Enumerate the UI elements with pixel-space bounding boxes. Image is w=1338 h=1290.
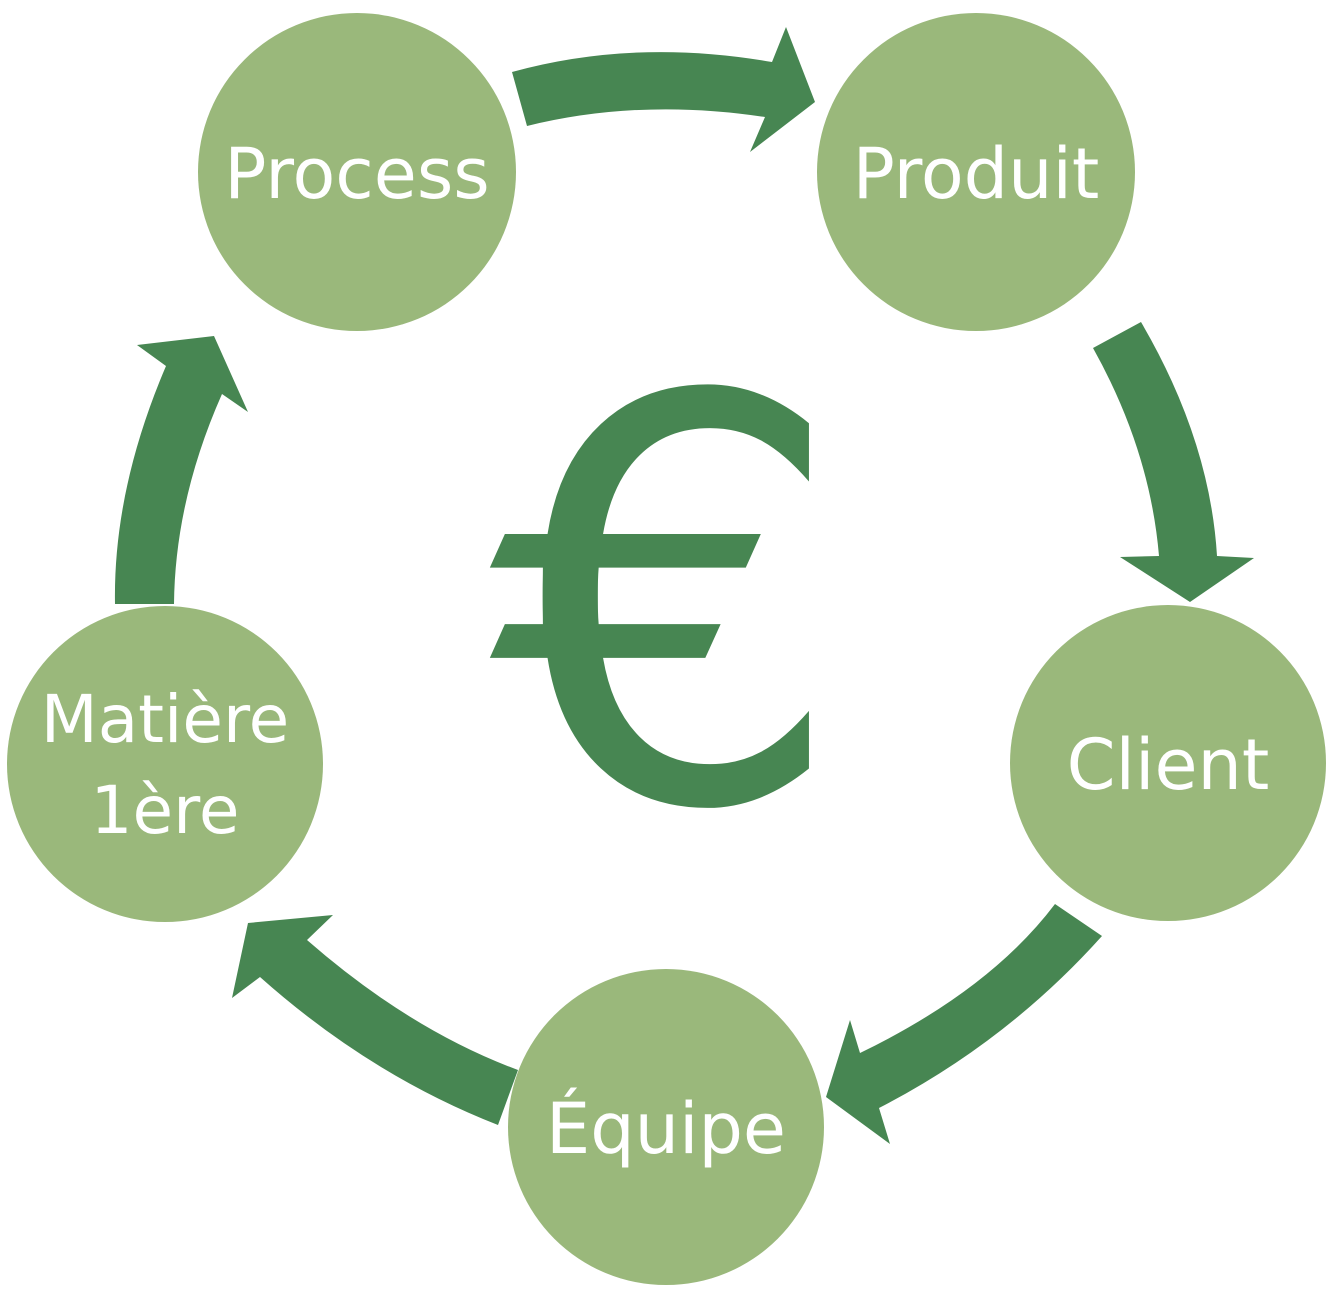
node-equipe: Équipe bbox=[508, 969, 824, 1285]
node-process-circle bbox=[198, 13, 516, 331]
arrow-matiere-to-process bbox=[114, 336, 248, 604]
arrows bbox=[114, 27, 1254, 1144]
arrow-equipe-to-matiere bbox=[232, 915, 518, 1125]
node-process: Process bbox=[198, 13, 516, 331]
arrow-client-to-equipe bbox=[826, 904, 1102, 1144]
node-produit-circle bbox=[817, 13, 1135, 331]
node-client-circle bbox=[1010, 605, 1326, 921]
node-client: Client bbox=[1010, 605, 1326, 921]
node-matiere-circle bbox=[7, 606, 323, 922]
node-produit-label: Produit bbox=[853, 133, 1100, 215]
node-client-label: Client bbox=[1067, 724, 1270, 806]
node-matiere-label-line1: Matière bbox=[41, 681, 290, 758]
node-produit: Produit bbox=[817, 13, 1135, 331]
node-matiere-label-line2: 1ère bbox=[91, 772, 240, 849]
node-matiere: Matière 1ère bbox=[7, 606, 323, 922]
arrow-produit-to-client bbox=[1093, 322, 1254, 602]
node-process-label: Process bbox=[224, 133, 490, 215]
node-equipe-circle bbox=[508, 969, 824, 1285]
node-equipe-label: Équipe bbox=[546, 1088, 786, 1170]
euro-symbol: € bbox=[490, 281, 846, 933]
arrow-process-to-produit bbox=[512, 27, 815, 152]
